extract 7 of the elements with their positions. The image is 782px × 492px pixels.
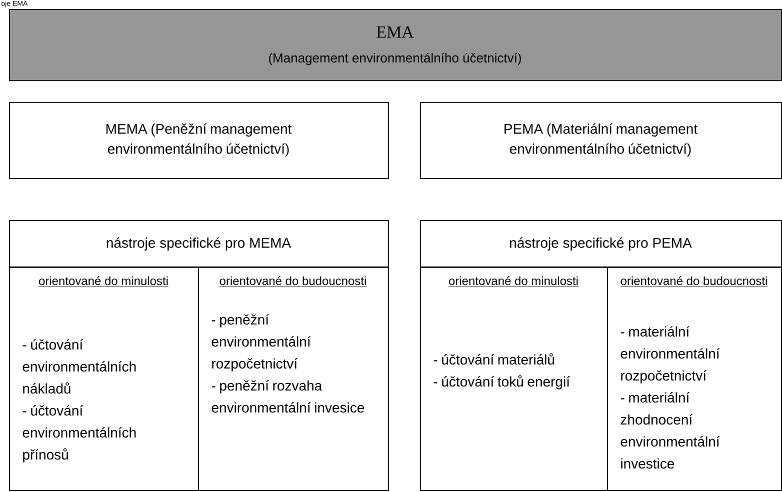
- title-box: PEMA (Materiální management environmentálního účetnictví): [420, 102, 782, 179]
- table-column: orientované do minulosti - účtování environmentálních nákladů - účtování environmentálních přínosů: [9, 267, 199, 491]
- header-box: EMA (Management environmentálního účetnictví): [9, 9, 782, 81]
- table-column: orientované do budoucnosti - peněžní environmentální rozpočetnictví - peněžní rozvaha environmentální invesice: [198, 267, 389, 491]
- table-column: orientované do minulosti - účtování materiálů - účtování toků energií: [420, 267, 608, 491]
- title-box: MEMA (Peněžní management environmentálního účetnictví): [9, 102, 389, 179]
- table-column: orientované do budoucnosti - materiální environmentální rozpočetnictví - materiální zhodnocení environmentální investice: [607, 267, 782, 491]
